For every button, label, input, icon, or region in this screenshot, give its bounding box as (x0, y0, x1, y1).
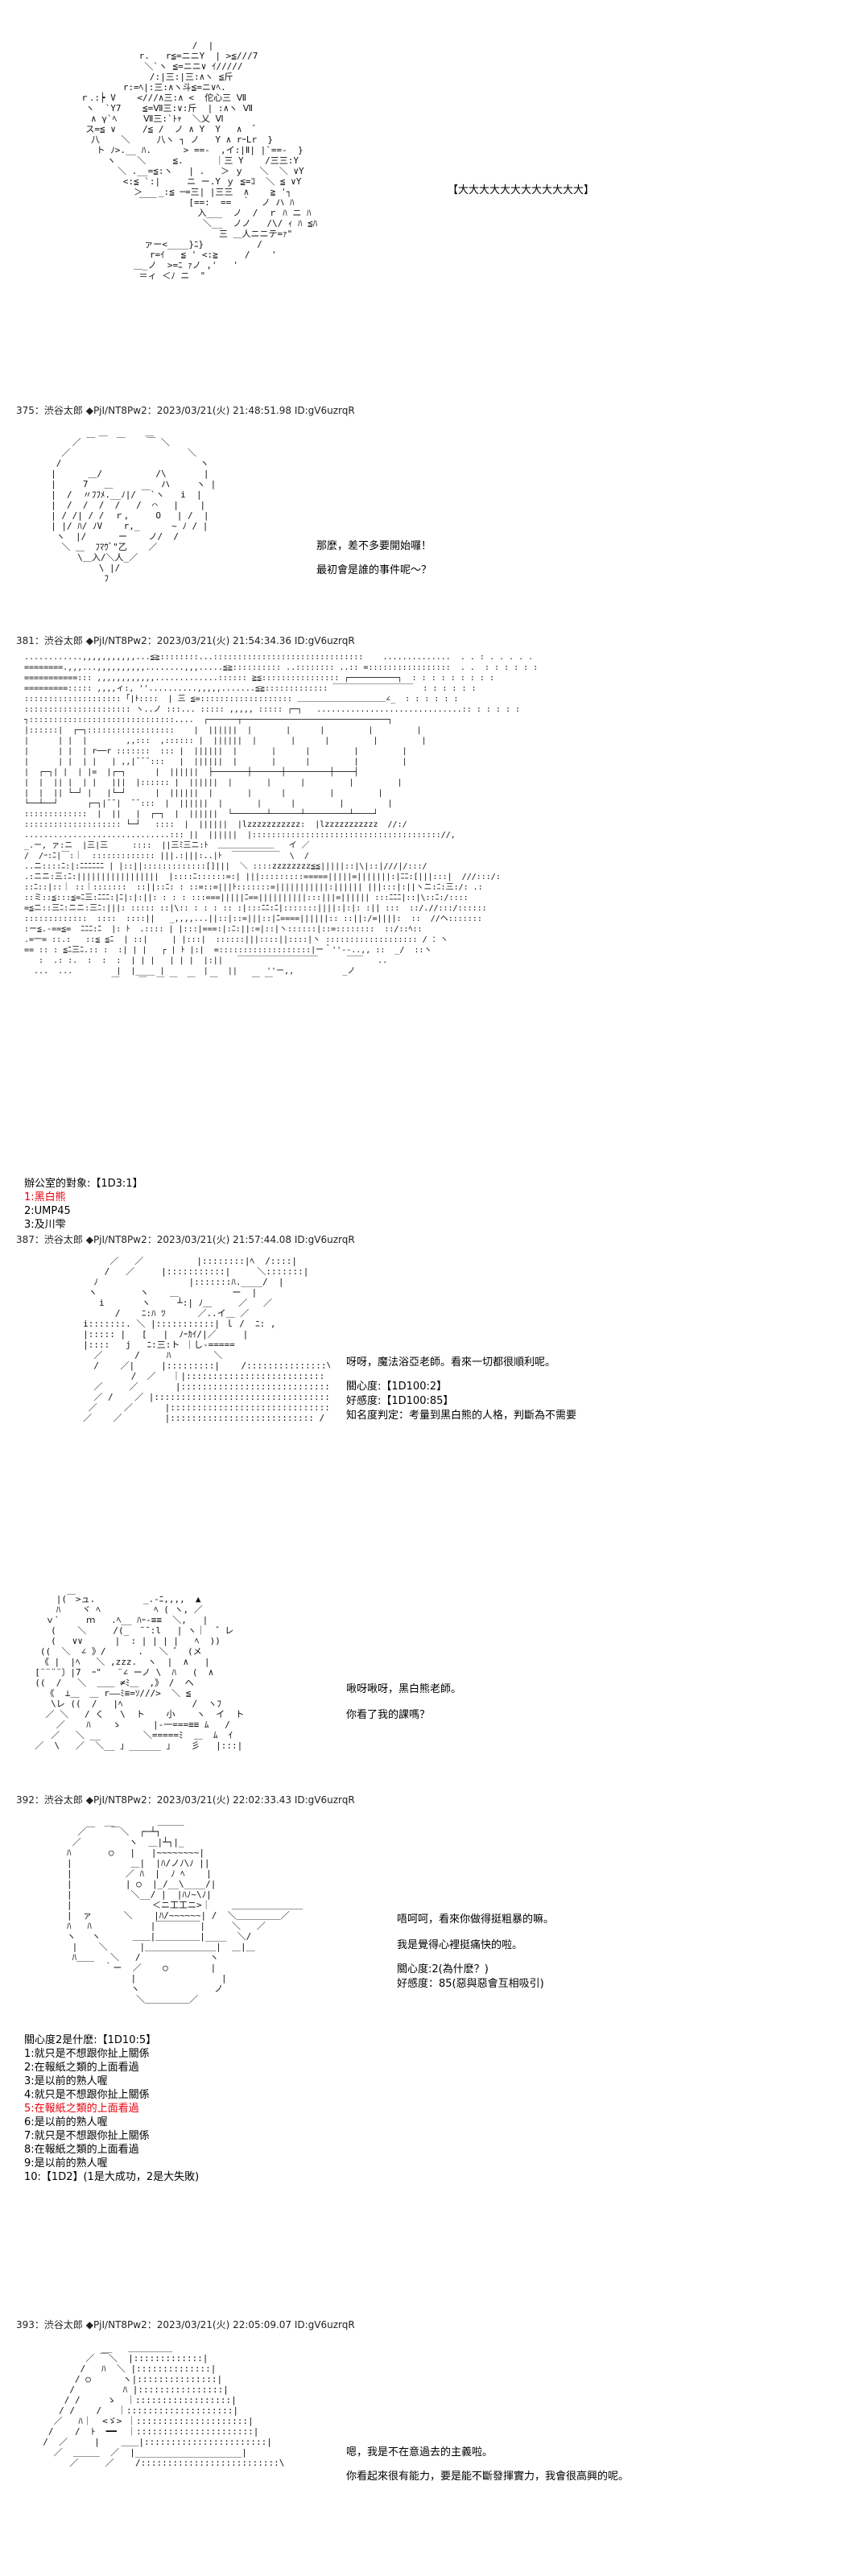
panel-1-caption: 【大大大大大大大大大大大大】 (448, 184, 595, 196)
ascii-art-post-387: ／ ／ |::::::::|ﾍ /::::| / ／ |:::::::::::|… (83, 1256, 330, 1423)
vote-list: 辦公室的對象:【1D3:1】 1:黑白熊 2:UMP45 3:及川雫 (24, 1177, 143, 1232)
post-375-line-1: 那麼，差不多要開始囉！ (316, 540, 432, 552)
vote-option: 1:黑白熊 (24, 1191, 66, 1203)
post-387-line-4: 知名度判定：考量到黑白熊的人格，判斷為不需要 (346, 1410, 577, 1422)
roll-list-item: 2:在報紙之類的上面看過 (24, 2062, 139, 2074)
ascii-art-post-388: |(￣>ュ. _.-ﾆ,,,, ▲ ﾊ ヾ ﾍ ﾍ ( ヽ, ／ ｖ` ｍ .ﾍ… (35, 1594, 245, 1751)
post-387-line-2: 關心度:【1D100:2】 (346, 1381, 448, 1393)
roll-list-item: 10:【1D2】(1是大成功，2是大失敗) (24, 2171, 200, 2183)
post-392-line-4: 好感度：85(惡與惡會互相吸引) (397, 1978, 544, 1990)
vote-option: 2:UMP45 (24, 1205, 71, 1217)
vote-title: 辦公室的對象:【1D3:1】 (24, 1178, 143, 1190)
roll-list-item: 6:是以前的熟人喔 (24, 2116, 108, 2128)
post-387-line-3: 好感度:【1D100:85】 (346, 1395, 454, 1407)
roll-list-item: 8:在報紙之類的上面看過 (24, 2144, 139, 2156)
ascii-art-post-381: ............,,,,,,,,,,,...≦≧::::::::...:… (24, 653, 539, 982)
roll-list-item: 7:就只是不想跟你扯上關係 (24, 2130, 150, 2142)
post-392-line-2: 我是覺得心裡挺痛快的啦。 (397, 1939, 523, 1951)
roll-list-item: 3:是以前的熟人喔 (24, 2075, 108, 2087)
post-387-line-1: 呀呀，魔法浴亞老師。看來一切都很順利呢。 (346, 1356, 556, 1368)
roll-list-392: 關心度2是什麽:【1D10:5】 1:就只是不想跟你扯上關係 2:在報紙之類的上… (24, 2033, 199, 2184)
post-375-line-2: 最初會是誰的事件呢～？ (316, 564, 432, 576)
post-392-header: 392：渋谷太郎 ◆PjI/NT8Pw2：2023/03/21(火) 22:02… (16, 1794, 355, 1806)
post-375-header: 375：渋谷太郎 ◆PjI/NT8Pw2：2023/03/21(火) 21:48… (16, 405, 355, 416)
post-388-line-1: 啾呀啾呀，黑白熊老師。 (346, 1683, 462, 1695)
post-381-header: 381：渋谷太郎 ◆PjI/NT8Pw2：2023/03/21(火) 21:54… (16, 635, 355, 646)
roll-list-item: 1:就只是不想跟你扯上關係 (24, 2048, 150, 2060)
roll-list-item: 5:在報紙之類的上面看過 (24, 2103, 139, 2115)
vote-option: 3:及川雫 (24, 1219, 66, 1231)
post-388-line-2: 你看了我的課嗎？ (346, 1709, 431, 1721)
post-387-header: 387：渋谷太郎 ◆PjI/NT8Pw2：2023/03/21(火) 21:57… (16, 1234, 355, 1245)
ascii-art-post-375: ＿ ＿ ／ ￣ ￣ ￣ ＼ ／ ＼ / ヽ | ＿/ /\ | | 7 ＿ ハ … (51, 427, 217, 584)
roll-list-item: 9:是以前的熟人喔 (24, 2157, 108, 2169)
ascii-art-panel-1: / | r. r≦=ニニY | >≦///7 ＼`ヽ ≦=ニニ∨ ｲ///// … (80, 40, 318, 281)
post-393-header: 393：渋谷太郎 ◆PjI/NT8Pw2：2023/03/21(火) 22:05… (16, 2319, 355, 2330)
roll-list-title: 關心度2是什麽:【1D10:5】 (24, 2034, 157, 2046)
ascii-art-post-393: __ ＿＿＿＿＿ ／ ￣＼ |:::::::::::::| / ﾊ ＼ |:::… (43, 2343, 285, 2468)
ascii-art-post-392: __ ＿＿＿ ／￣ ￣＼ ┌─┴┐ ／ ヽ ＿|┴┐|_ ﾊ ○ | |~~~~… (66, 1816, 303, 2004)
post-392-line-3: 關心度:2(為什麽？) (397, 1963, 489, 1975)
post-393-line-2: 你看起來很有能力，要是能不斷發揮實力，我會很高興的呢。 (346, 2471, 630, 2483)
post-392-line-1: 唔呵呵，看來你做得挺粗暴的嘛。 (397, 1913, 555, 1926)
roll-list-item: 4:就只是不想跟你扯上關係 (24, 2089, 150, 2101)
post-393-line-1: 嗯，我是不在意過去的主義啦。 (346, 2446, 493, 2458)
